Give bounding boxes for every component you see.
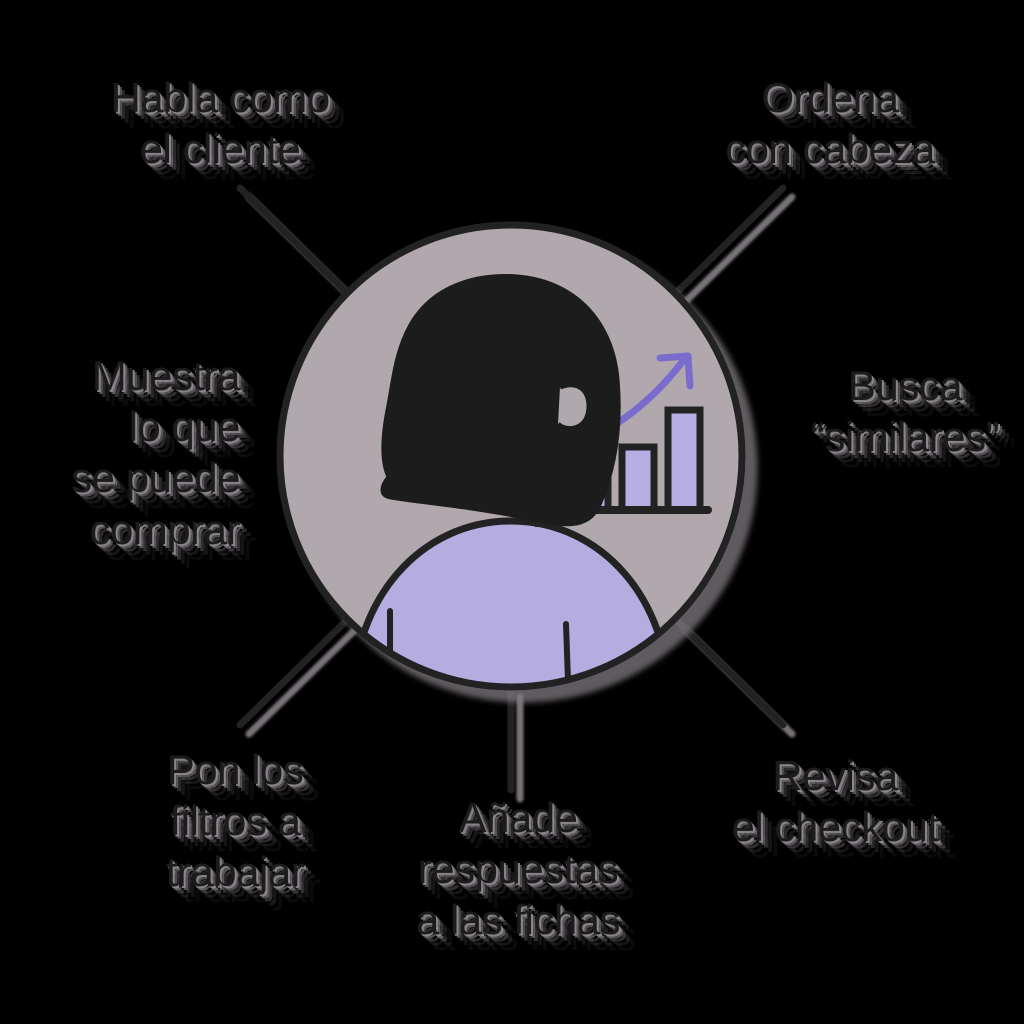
- shirt-seam-right: [563, 621, 571, 684]
- center-medallion: [276, 221, 746, 691]
- medallion-outline: [276, 221, 746, 691]
- chart-bar-2: [618, 443, 658, 514]
- chart-bar-3: [664, 406, 704, 514]
- connector-bottom-left: [236, 616, 351, 729]
- connector-bottom-right: [672, 616, 787, 729]
- growth-arrow-head-icon: [656, 352, 694, 390]
- person-ear: [556, 382, 592, 432]
- person-hair: [380, 274, 621, 527]
- connector-lines: [236, 184, 787, 794]
- connector-top-right: [672, 184, 787, 297]
- connector-top-left: [236, 184, 351, 297]
